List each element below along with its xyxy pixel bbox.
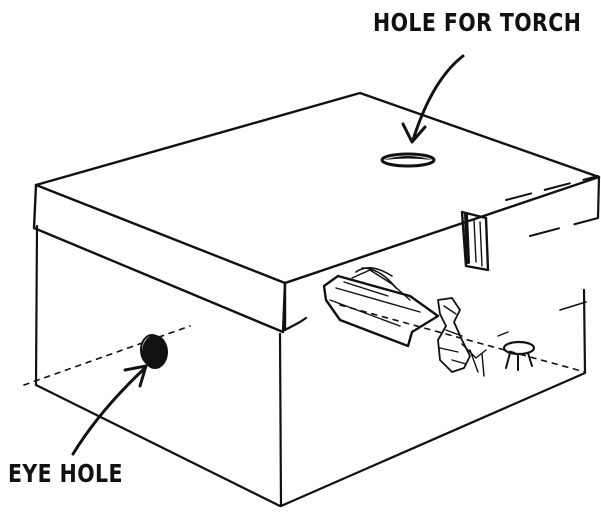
box-base (34, 224, 587, 508)
diorama-scene (322, 267, 536, 377)
sleeper-figure (355, 267, 397, 289)
base-right-top-edge (559, 301, 587, 311)
interior-floor-edge-right (339, 304, 586, 373)
figure-legs (469, 349, 485, 377)
lid-right-bottom-edge-start (283, 316, 308, 332)
base-right-face-outline (279, 288, 587, 508)
window-hatching (473, 219, 483, 267)
bed-sheet-lines (329, 269, 421, 327)
lid-back-corner (596, 175, 601, 220)
window-frame (460, 210, 490, 272)
lid-front-face (32, 183, 287, 334)
lid-top-face (34, 91, 601, 285)
eye-hole-rim (140, 334, 164, 366)
standing-figure (437, 297, 471, 373)
base-front-right-edge (278, 332, 283, 508)
eye-arrow-head (123, 364, 148, 388)
box-lid (32, 91, 601, 334)
torch-hole-shadow (384, 156, 432, 160)
figure-detail-lines (439, 305, 487, 365)
eye-hole-label: EYE HOLE (8, 459, 123, 488)
torch-arrow-shaft (411, 54, 465, 142)
torch-arrow-head (401, 122, 427, 144)
torch-hole-label: HOLE FOR TORCH (373, 8, 582, 37)
lid-right-top-edge-start (283, 270, 320, 285)
window-shade (464, 212, 470, 264)
stool-legs (505, 352, 533, 371)
lid-dashed-edge-lower (529, 217, 599, 237)
interior-floor-edge-left (23, 325, 191, 386)
stool-top (502, 340, 536, 356)
base-front-face-outline (34, 224, 282, 508)
lid-dashed-edge-upper (505, 175, 599, 201)
back-wall-window (460, 210, 490, 272)
torch-hole (380, 152, 436, 168)
eye-arrow-shaft (71, 366, 147, 456)
bed (322, 274, 440, 348)
stool-shadow (497, 331, 509, 337)
